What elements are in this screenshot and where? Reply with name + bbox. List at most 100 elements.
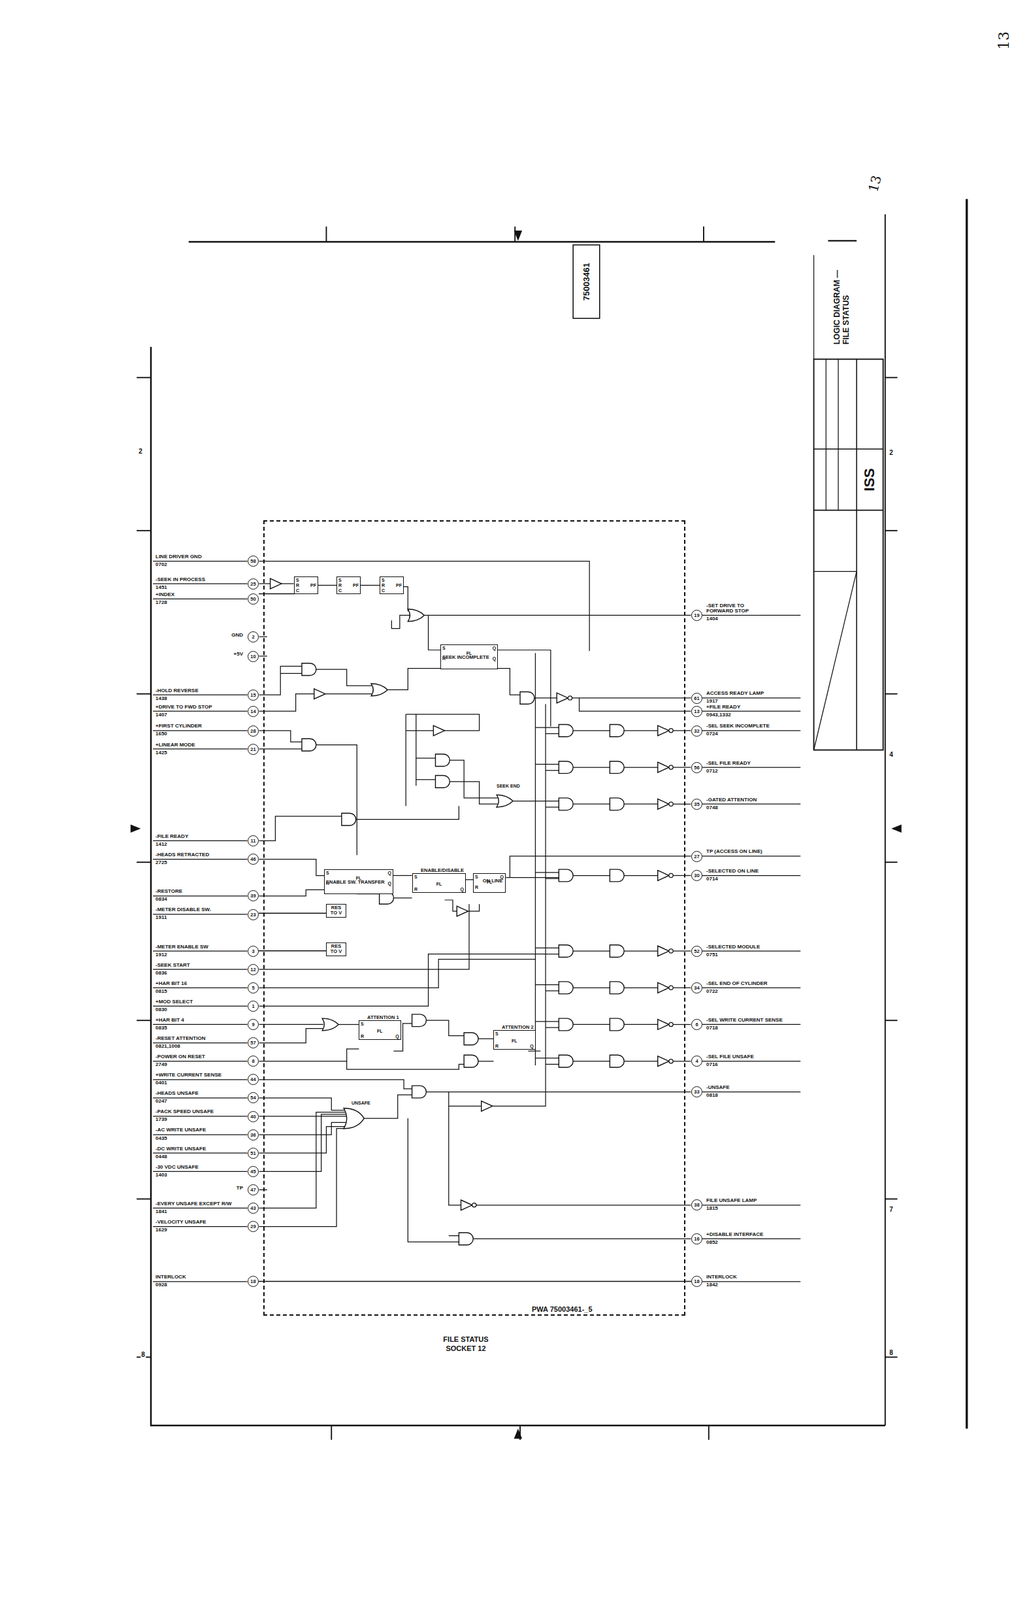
part-number: 75003461 [582, 261, 591, 302]
signal-label: -SELECTED ON LINE [705, 868, 760, 874]
reference-number: 0852 [705, 1239, 719, 1245]
node-text: Q [492, 655, 496, 661]
wire [534, 697, 557, 698]
node-text: FL [442, 650, 496, 656]
wire [258, 693, 314, 712]
wire [325, 693, 373, 694]
wire [476, 1204, 692, 1205]
pin-circle: 34 [691, 981, 703, 994]
and-gate [558, 761, 573, 774]
and-gate [520, 691, 535, 705]
and-gate [609, 981, 624, 994]
node-text: 54 [250, 1095, 256, 1101]
wire [813, 254, 815, 359]
signal-label: -PACK SPEED UNSAFE [154, 1108, 215, 1114]
node-text: 4 [695, 1058, 698, 1064]
wire [702, 949, 802, 951]
wire [572, 987, 610, 988]
wire [326, 226, 328, 242]
reference-number: 0834 [154, 896, 168, 902]
diagram-caption: FILE STATUS SOCKET 12 [435, 1334, 497, 1354]
node-text: Q [492, 645, 496, 651]
node-text: FL [414, 881, 464, 886]
node-text: S [295, 577, 304, 583]
node-text: FL [474, 879, 504, 884]
buf-gate [270, 578, 282, 589]
signal-connector [258, 949, 327, 951]
wire [258, 1112, 347, 1209]
wire [258, 1079, 412, 1089]
node-text: PF [306, 582, 317, 588]
node-text: S [381, 577, 389, 583]
wire [258, 816, 342, 841]
node-text: S [414, 874, 418, 881]
inv-gate [657, 798, 670, 809]
node-text: R [495, 1043, 499, 1048]
inv-gate [460, 1199, 472, 1211]
node-text: Q [367, 1033, 400, 1039]
pin-circle: 16 [691, 1232, 703, 1244]
node-text: RES TO V [330, 904, 342, 916]
node-text: 2 [251, 634, 255, 640]
signal-label: -DC WRITE UNSAFE [154, 1145, 207, 1152]
wire [258, 1113, 348, 1171]
wire [545, 1063, 559, 1065]
diagram-title: LOGIC DIAGRAM — FILE STATUS [833, 262, 852, 345]
reference-number: 0836 [154, 970, 168, 976]
wire [258, 665, 302, 695]
wire [505, 876, 559, 878]
resistor-block: RES TO V [326, 942, 347, 956]
block-heading: SEEK INCOMPLETE [442, 654, 490, 660]
node-text: 34 [693, 985, 700, 991]
wire [708, 1424, 710, 1440]
node-text: 39 [250, 893, 256, 899]
pin-circle: 51 [247, 1147, 259, 1159]
node-text: R [381, 582, 389, 588]
node-text: 44 [250, 1076, 256, 1082]
reference-number: 1912 [154, 951, 168, 958]
wire [152, 858, 247, 860]
wire [535, 1020, 559, 1022]
wire [258, 1121, 348, 1135]
node-text: R [326, 880, 385, 886]
pin-circle: 43 [247, 1202, 259, 1214]
signal-label: +MOD SELECT [154, 998, 194, 1005]
signal-label: -METER ENABLE SW [154, 944, 210, 950]
wire [258, 1023, 323, 1025]
pin-circle: 27 [691, 850, 703, 862]
node-text: PWA 75003461-_5 [531, 1305, 593, 1313]
wire [535, 652, 536, 1065]
wire [152, 840, 247, 841]
wire [136, 529, 151, 532]
signal-label: -EVERY UNSAFE EXCEPT R/W [154, 1200, 232, 1207]
wire [702, 1091, 802, 1092]
company-logo: ISS [862, 467, 877, 492]
wire [825, 359, 827, 511]
pin-circle: 5 [247, 981, 259, 994]
node-text: 56 [693, 765, 700, 771]
wire [448, 1105, 482, 1107]
inverter-bubble [669, 872, 673, 877]
wire [258, 1028, 323, 1043]
wire [258, 582, 270, 584]
frame-arrow [891, 823, 902, 832]
node-text: 29 [250, 1223, 256, 1229]
and-gate [301, 663, 317, 676]
wire [415, 714, 417, 786]
and-gate [412, 1085, 427, 1098]
and-gate [558, 1054, 573, 1067]
signal-label: -POWER ON RESET [154, 1053, 206, 1060]
node-text: 15 [250, 692, 256, 698]
and-gate [609, 868, 624, 882]
pin-circle: 29 [247, 1220, 259, 1232]
node-text: 50 [250, 596, 256, 602]
inverter-bubble [669, 1059, 673, 1064]
part-number-box [572, 245, 600, 319]
or-gate [371, 683, 388, 696]
pin-circle: 28 [247, 725, 259, 737]
reference-number: 0928 [154, 1281, 168, 1288]
wire [535, 947, 559, 949]
pin-circle: 46 [247, 853, 259, 865]
pin-circle: 23 [247, 908, 259, 920]
